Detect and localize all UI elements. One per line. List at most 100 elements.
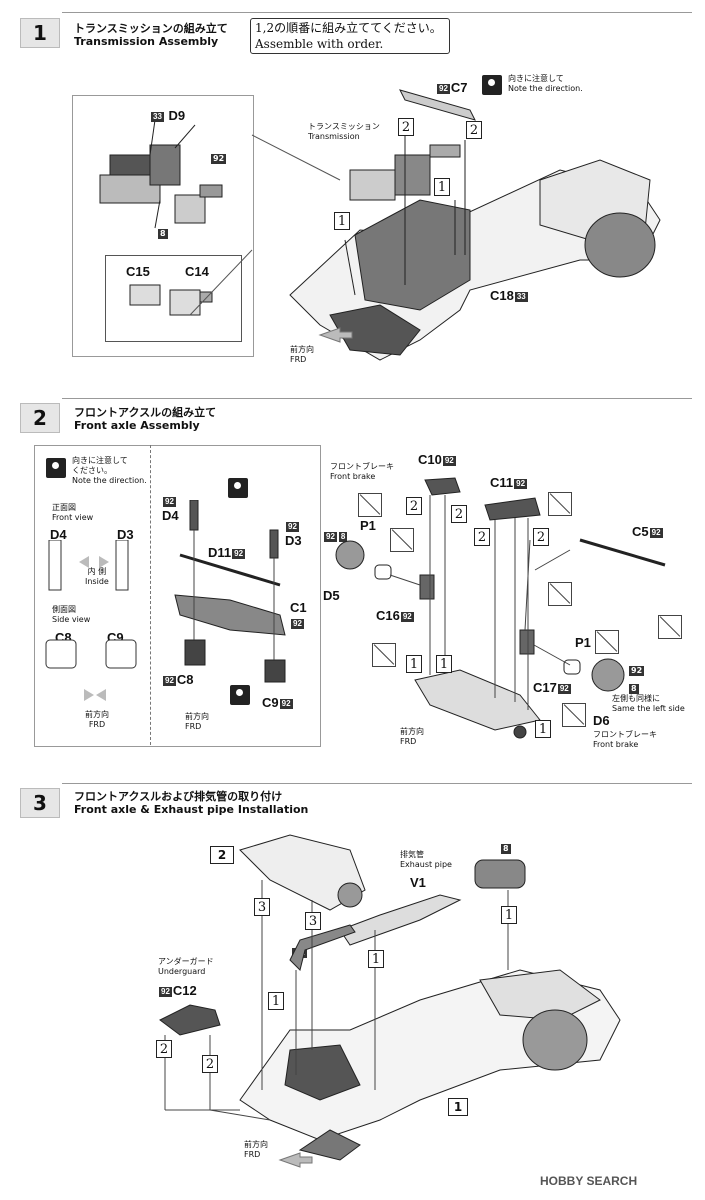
step-1-title-jp: トランスミッションの組み立て: [74, 22, 228, 35]
side-view-label: 側面図 Side view: [52, 605, 91, 624]
marker-2-c10-b: 2: [451, 505, 467, 523]
marker-1-b: 1: [436, 655, 452, 673]
label-c15: C15: [126, 264, 150, 279]
marker-1-a: 1: [406, 655, 422, 673]
front-brake-label-1: フロントブレーキ Front brake: [330, 462, 394, 481]
no-glue-icon-5: [372, 643, 396, 667]
badge-92-step1: 92: [211, 153, 227, 164]
direction-note-icon-4: [230, 685, 250, 705]
badge-92-p1: 92: [629, 665, 645, 676]
order-marker-2a: 2: [398, 118, 414, 136]
no-glue-icon-4: [548, 582, 572, 606]
watermark: HOBBY SEARCH: [540, 1174, 638, 1188]
s3-marker-2-a: 2: [156, 1040, 172, 1058]
no-glue-icon-2: [390, 528, 414, 552]
s3-marker-1-pipe: 1: [268, 992, 284, 1010]
exhaust-pipe-label: 排気管 Exhaust pipe: [400, 850, 452, 869]
frd-arrow-3: [278, 1152, 313, 1168]
label-d9: 33 D9: [151, 108, 186, 123]
step-3-title-jp: フロントアクスルおよび排気管の取り付け: [74, 790, 283, 803]
no-glue-icon-8: [562, 703, 586, 727]
label-p1-b: P1: [575, 635, 591, 650]
badge-8-step2: 8: [629, 683, 639, 694]
transmission-label: トランスミッション Transmission: [308, 122, 380, 141]
underguard-label: アンダーガード Underguard: [158, 957, 214, 976]
direction-note-step2: 向きに注意して ください。 Note the direction.: [72, 456, 147, 485]
direction-note-step1: 向きに注意して Note the direction.: [508, 74, 583, 93]
front-brake-label-2: フロントブレーキ Front brake: [593, 730, 657, 749]
direction-note-icon-3: [228, 478, 248, 498]
label-d3-view: D3: [117, 527, 134, 542]
step-3-title-en: Front axle & Exhaust pipe Installation: [74, 803, 309, 816]
s3-marker-1-v1: 1: [368, 950, 384, 968]
no-glue-icon-7: [658, 615, 682, 639]
step-2-title-jp: フロントアクスルの組み立て: [74, 406, 217, 419]
step-2-axle-sub-drawing: [174, 500, 286, 683]
step-1-title-en: Transmission Assembly: [74, 35, 219, 48]
bracket-part-drawing: [129, 284, 213, 316]
step-2-title-en: Front axle Assembly: [74, 419, 200, 432]
no-glue-icon-1: [358, 493, 382, 517]
marker-1-c: 1: [535, 720, 551, 738]
frd-label-step1: 前方向 FRD: [290, 345, 314, 364]
marker-2-c11-a: 2: [474, 528, 490, 546]
step-3-ref-1: 1: [448, 1098, 468, 1116]
direction-note-icon-2: [46, 458, 66, 478]
step-3-drawing: [159, 834, 621, 1168]
order-note-en: Assemble with order.: [255, 37, 384, 51]
front-view-label: 正面図 Front view: [52, 503, 94, 522]
step-2-box-divider: [150, 445, 151, 745]
step-1-drawing: [99, 89, 661, 361]
no-glue-icon-6: [595, 630, 619, 654]
frd-label-step2a: 前方向 FRD: [85, 710, 109, 729]
c7-bracket-drawing: [399, 89, 476, 121]
order-note-box: 1,2の順番に組み立ててください。 Assemble with order.: [250, 18, 450, 54]
s3-marker-3-a: 3: [254, 898, 270, 916]
label-d6: D6: [593, 713, 610, 728]
s3-marker-2-b: 2: [202, 1055, 218, 1073]
step-2-subassembly-box: [34, 445, 321, 747]
label-v1: V1: [410, 875, 426, 890]
order-marker-1b: 1: [334, 212, 350, 230]
step-3-ref-2: 2: [210, 846, 234, 864]
step-3-divider: [62, 783, 692, 784]
no-glue-icon-3: [548, 492, 572, 516]
step-1-subassembly-box: [72, 95, 254, 357]
marker-2-c11-b: 2: [533, 528, 549, 546]
frd-label-step3: 前方向 FRD: [244, 1140, 268, 1159]
step-2-axle-drawing: [335, 477, 666, 739]
step-2-number: 2: [20, 403, 60, 433]
transmission-part-drawing: [99, 119, 223, 229]
step-1-number: 1: [20, 18, 60, 48]
badge-8-step1: 8: [158, 228, 168, 239]
step-3-number: 3: [20, 788, 60, 818]
frd-arrow-1: [318, 327, 353, 343]
label-d4-view: D4: [50, 527, 67, 542]
chassis-drawing: [289, 159, 661, 361]
frd-label-step2b: 前方向 FRD: [185, 712, 209, 731]
order-marker-2b: 2: [466, 121, 482, 139]
s3-marker-3-b: 3: [305, 912, 321, 930]
order-note-jp: 1,2の順番に組み立ててください。: [255, 21, 442, 35]
badge-33: 33: [151, 111, 164, 122]
step-2-views-drawing: [45, 540, 137, 701]
inside-label: 内 側 Inside: [85, 567, 109, 586]
step-1-inner-box: [105, 255, 242, 342]
frd-label-step2c: 前方向 FRD: [400, 727, 424, 746]
step-1-divider: [62, 12, 692, 13]
order-marker-1a: 1: [434, 178, 450, 196]
label-p1-a: P1: [360, 518, 376, 533]
